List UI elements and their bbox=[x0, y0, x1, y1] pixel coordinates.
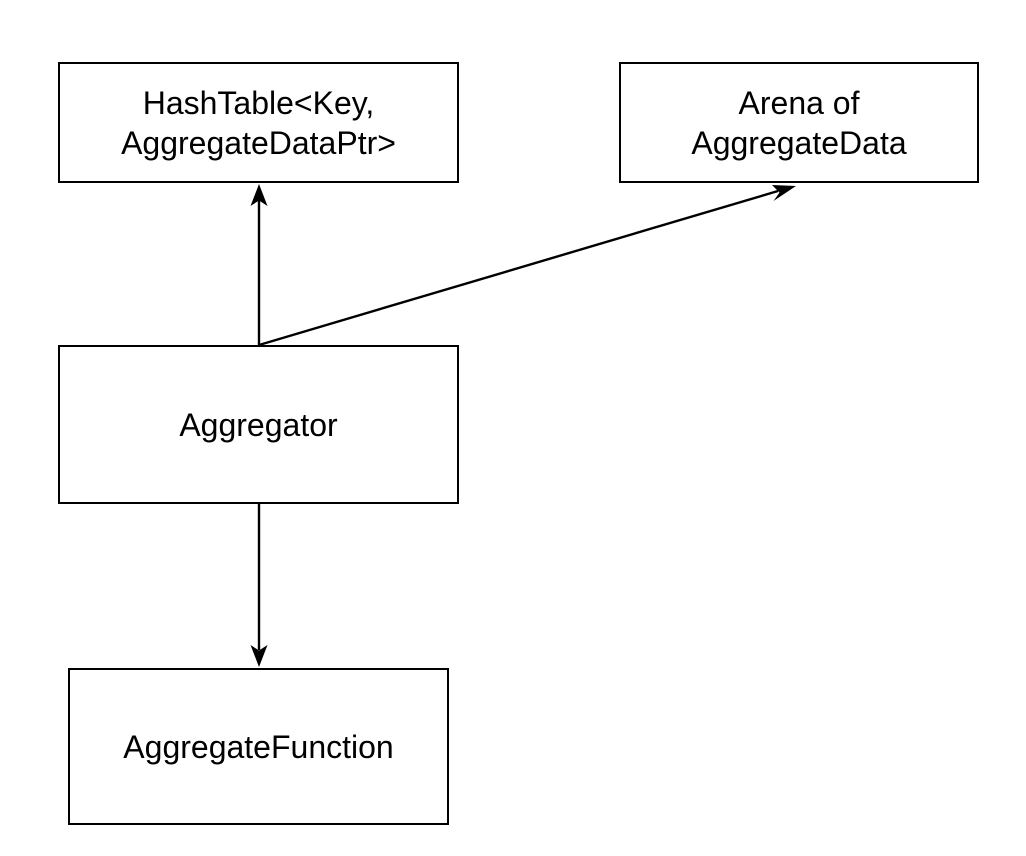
edge-aggregator-to-aggregatefunction bbox=[250, 504, 268, 667]
node-hashtable[interactable]: HashTable<Key, AggregateDataPtr> bbox=[58, 62, 459, 183]
node-hashtable-line-1: HashTable<Key, bbox=[142, 84, 375, 121]
node-arena-line-2: AggregateData bbox=[691, 124, 907, 161]
node-aggregator[interactable]: Aggregator bbox=[58, 345, 459, 504]
node-aggregatefunction-line-1: AggregateFunction bbox=[123, 728, 394, 765]
node-aggregator-line-1: Aggregator bbox=[179, 406, 338, 443]
edge-aggregator-to-arena bbox=[258, 185, 796, 347]
edge-aggregator-to-hashtable bbox=[250, 184, 268, 345]
node-arena[interactable]: Arena of AggregateData bbox=[619, 62, 979, 183]
node-hashtable-line-2: AggregateDataPtr> bbox=[121, 124, 396, 161]
node-arena-line-1: Arena of bbox=[738, 84, 860, 121]
node-aggregatefunction[interactable]: AggregateFunction bbox=[68, 668, 449, 825]
